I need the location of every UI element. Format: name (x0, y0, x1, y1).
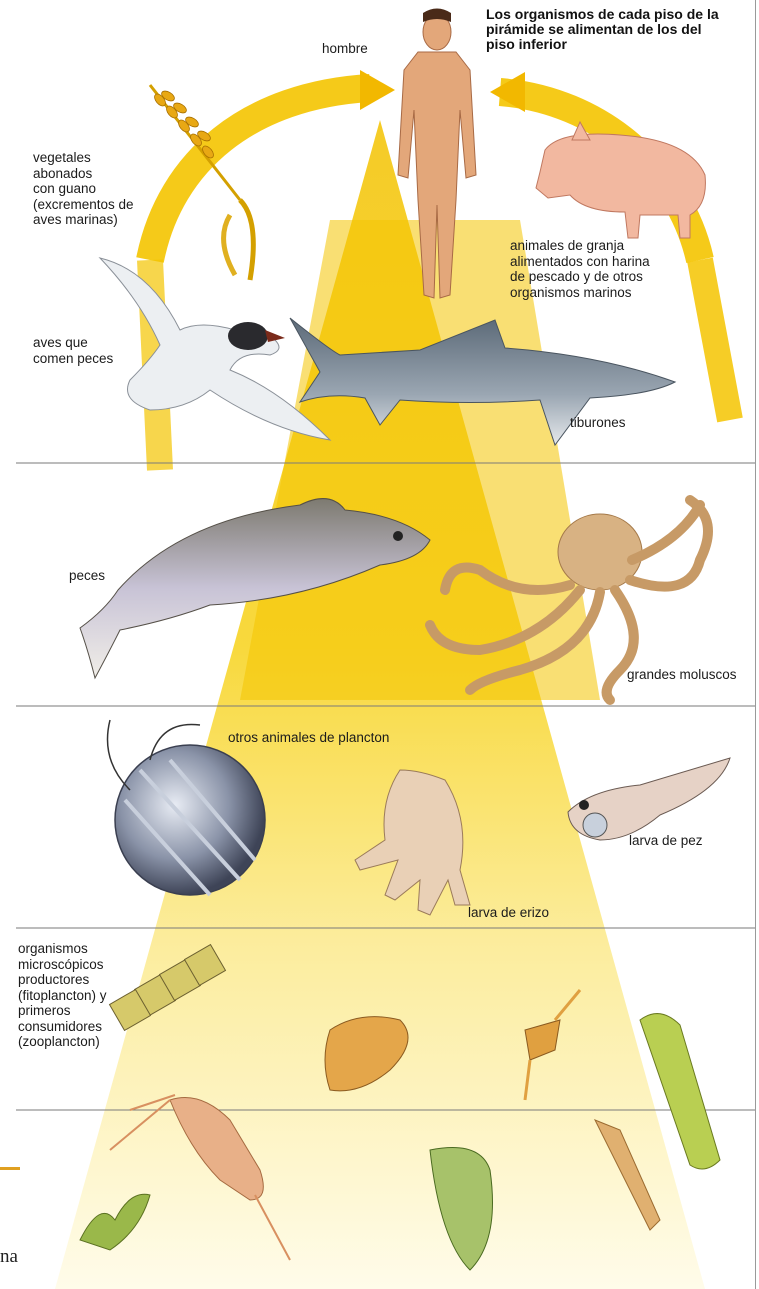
label-tiburones: tiburones (570, 415, 626, 431)
label-peces: peces (69, 568, 105, 584)
diagram-title: Los organismos de cada piso de la pirámi… (486, 7, 751, 52)
label-animales-granja: animales de granja alimentados con harin… (510, 238, 650, 300)
pig-icon (536, 122, 705, 238)
seagull-icon (100, 258, 330, 440)
slide-accent-bar (0, 1167, 20, 1170)
right-border (755, 0, 756, 1289)
label-hombre: hombre (322, 41, 368, 57)
label-larva-erizo: larva de erizo (468, 905, 549, 921)
arrow-left-head (360, 70, 395, 110)
label-grandes-moluscos: grandes moluscos (627, 667, 737, 683)
cycle-arc-right-lower (700, 260, 730, 420)
fish-larva-icon (568, 758, 730, 840)
label-aves: aves que comen peces (33, 335, 113, 366)
label-larva-pez: larva de pez (629, 833, 703, 849)
label-vegetales: vegetales abonados con guano (excremento… (33, 150, 134, 228)
label-otros-plancton: otros animales de plancton (228, 730, 389, 746)
label-microscopicos: organismos microscópicos productores (fi… (18, 941, 107, 1050)
page-text-fragment: na (0, 1246, 18, 1268)
